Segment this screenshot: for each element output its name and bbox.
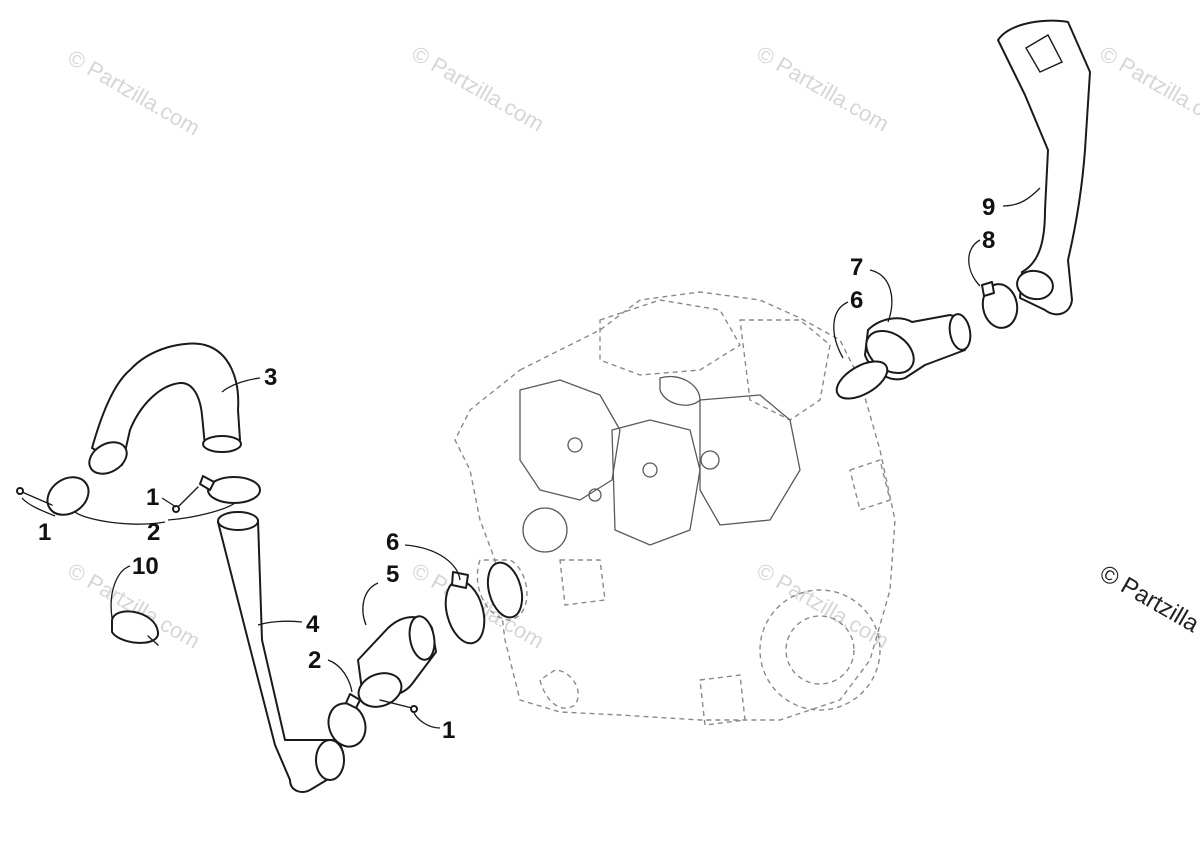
callout-2: 2 <box>308 647 321 674</box>
watermark: © Partzilla.com <box>1096 41 1200 137</box>
watermark: © Partzilla.com <box>753 41 894 137</box>
watermark: © Partzilla.com <box>753 558 894 654</box>
clamp-part-6-lower <box>444 571 486 645</box>
callout-6: 6 <box>386 529 399 556</box>
watermark: © Partzilla.com <box>64 45 205 141</box>
callout-10: 10 <box>132 553 159 580</box>
port-opening <box>486 561 524 619</box>
leader-lines <box>21 187 1041 729</box>
clamp-part-10 <box>111 610 159 646</box>
callout-1: 1 <box>146 484 159 511</box>
clamp-part-6-upper <box>835 360 889 400</box>
callout-2: 2 <box>147 519 160 546</box>
watermark: © Partzilla.com <box>408 41 549 137</box>
callout-1: 1 <box>442 717 455 744</box>
callout-5: 5 <box>386 561 399 588</box>
clamp-part-8 <box>981 281 1019 329</box>
engine-outline <box>454 291 896 726</box>
callout-8: 8 <box>982 227 995 254</box>
callouts: 1 2 1 3 10 4 2 6 5 1 7 6 9 8 <box>38 194 995 744</box>
clamp-left <box>16 476 90 516</box>
clamp-upper <box>172 475 261 513</box>
hose-part-3 <box>88 342 242 475</box>
clamp-lower <box>327 693 418 748</box>
boot-part-5 <box>357 615 437 708</box>
duct-part-9 <box>997 19 1091 316</box>
callout-3: 3 <box>264 364 277 391</box>
callout-1: 1 <box>38 519 51 546</box>
callout-6: 6 <box>850 287 863 314</box>
watermark-edge: © Partzilla <box>1095 560 1200 639</box>
callout-7: 7 <box>850 254 863 281</box>
callout-4: 4 <box>306 611 320 638</box>
tube-part-4 <box>217 511 345 793</box>
callout-9: 9 <box>982 194 995 221</box>
